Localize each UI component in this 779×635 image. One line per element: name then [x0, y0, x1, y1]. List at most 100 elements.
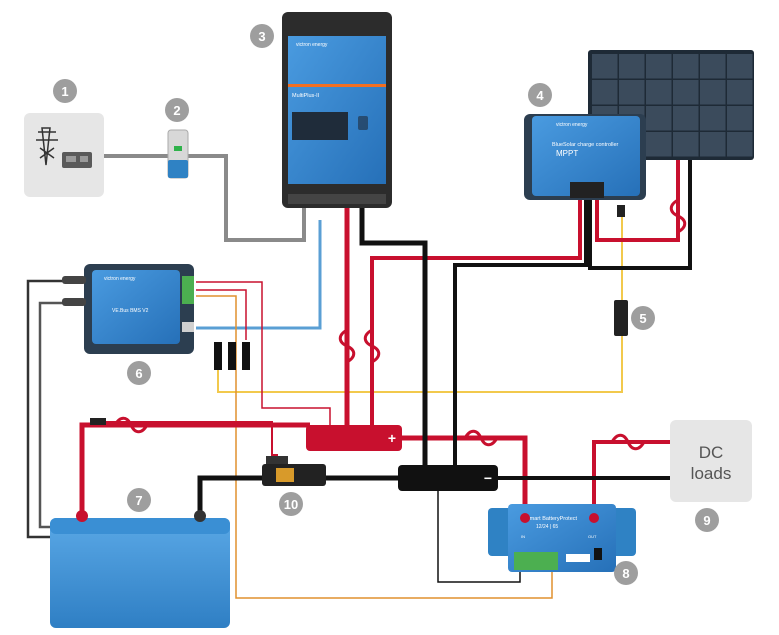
svg-text:5: 5 — [639, 311, 646, 326]
solar-cell — [646, 106, 672, 131]
battery-positive-terminal — [76, 510, 88, 522]
inverter-brand: victron energy — [296, 42, 328, 48]
solar-cell — [727, 106, 753, 131]
fuses — [113, 198, 687, 451]
solar-negative-cable — [588, 160, 692, 270]
solar-cell — [673, 54, 699, 79]
mppt-line2: MPPT — [556, 149, 578, 158]
fuse-protect-in — [463, 429, 499, 447]
inverter-stripe — [288, 84, 386, 87]
mppt-terminal-block — [570, 182, 604, 198]
battery-positive-cable — [79, 422, 310, 515]
orange-cable — [196, 295, 553, 599]
gx-brand: victron energy — [104, 276, 136, 282]
inverter-model: MultiPlus-II — [292, 93, 320, 99]
busbar-to-protect — [400, 435, 528, 515]
marker-4: 4 — [528, 83, 552, 107]
svg-text:9: 9 — [703, 513, 710, 528]
solar-cell — [619, 54, 645, 79]
inverter-panel — [292, 112, 348, 140]
gx-device: victron energy VE.Bus BMS V2 — [62, 264, 250, 370]
protect-out-stud — [589, 513, 599, 523]
marker-8: 8 — [614, 561, 638, 585]
marker-1: 1 — [53, 79, 77, 103]
solar-cell — [727, 54, 753, 79]
pylon-icon — [36, 127, 58, 166]
battery-negative-terminal — [194, 510, 206, 522]
solar-cell — [700, 54, 726, 79]
svg-text:10: 10 — [284, 497, 298, 512]
solar-cell — [700, 80, 726, 105]
mppt-negative-cable — [453, 195, 588, 478]
solar-cell — [700, 106, 726, 131]
marker-5: 5 — [631, 306, 655, 330]
protect-dip-switches — [566, 554, 590, 562]
positive-busbar-symbol: + — [388, 430, 396, 446]
mppt-controller: victron energy BlueSolar charge controll… — [524, 114, 646, 200]
gx-connector-2 — [62, 298, 86, 306]
gx-red-wire — [196, 281, 331, 425]
marker-10: 10 — [279, 492, 303, 516]
gx-inline-fuse-3 — [242, 342, 250, 370]
ve-direct-connector — [614, 300, 628, 336]
solar-cell — [619, 80, 645, 105]
protect-in-stud — [520, 513, 530, 523]
gx-rj45-port — [182, 322, 194, 332]
protect-green-terminals — [514, 552, 558, 570]
fuse-loads — [610, 433, 646, 451]
svg-text:6: 6 — [135, 366, 142, 381]
network-cable — [196, 220, 322, 330]
solar-cell — [673, 132, 699, 157]
solar-cell — [673, 106, 699, 131]
gx-battery-sense-1 — [26, 279, 82, 539]
inverter-charger: victron energy MultiPlus-II — [282, 12, 392, 208]
solar-cell — [592, 54, 618, 79]
grid-generator-source — [24, 113, 104, 197]
fuse-solar — [669, 198, 687, 234]
solar-cells — [592, 54, 753, 157]
fuse-battery — [113, 416, 149, 434]
dc-loads: DC loads — [670, 420, 752, 502]
marker-3: 3 — [250, 24, 274, 48]
protect-to-loads — [592, 440, 670, 515]
gx-inline-fuse-1 — [214, 342, 222, 370]
positive-busbar: + — [306, 425, 402, 451]
battery-negative-cable — [197, 475, 262, 515]
mppt-positive-cable — [370, 195, 582, 425]
battery — [50, 510, 230, 628]
negative-busbar: − — [398, 465, 498, 491]
negative-busbar-symbol: − — [484, 470, 492, 486]
ac-isolator — [167, 129, 189, 179]
protect-out-label: OUT — [588, 534, 597, 539]
solar-cell — [646, 80, 672, 105]
svg-text:2: 2 — [173, 103, 180, 118]
solar-cell — [727, 132, 753, 157]
dc-loads-line2: loads — [691, 464, 732, 483]
ac-cable — [104, 154, 306, 242]
solar-cell — [700, 132, 726, 157]
protect-rating: 12/24 | 65 — [536, 524, 558, 530]
gx-battery-sense-2 — [38, 301, 82, 529]
fuse-inverter — [338, 328, 356, 364]
smart-battery-protect: Smart BatteryProtect 12/24 | 65 IN OUT — [488, 504, 636, 572]
fuse-mppt — [363, 328, 381, 364]
battery-shunt — [262, 456, 326, 486]
marker-6: 6 — [127, 361, 151, 385]
solar-cell — [592, 80, 618, 105]
svg-text:8: 8 — [622, 566, 629, 581]
mppt-line1: BlueSolar charge controller — [552, 142, 619, 148]
svg-text:7: 7 — [135, 493, 142, 508]
inverter-terminals — [288, 194, 386, 204]
small-inline-fuse — [90, 418, 106, 425]
inverter-negative-cable — [359, 205, 428, 478]
gx-model: VE.Bus BMS V2 — [112, 308, 149, 314]
gx-fuse-wire — [196, 289, 247, 340]
gx-green-terminals — [182, 276, 194, 304]
ve-direct-plug — [617, 205, 625, 217]
solar-cell — [673, 80, 699, 105]
protect-title: Smart BatteryProtect — [526, 516, 578, 522]
step-markers: 1 2 3 4 5 6 7 8 9 10 — [53, 24, 719, 585]
solar-cell — [646, 132, 672, 157]
marker-9: 9 — [695, 508, 719, 532]
